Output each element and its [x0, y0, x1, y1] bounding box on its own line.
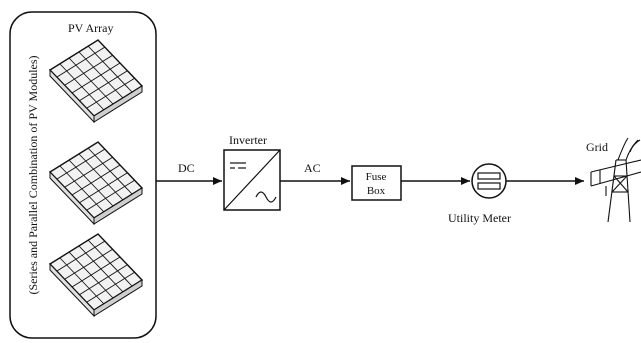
pv-array-group: PV Array (Series and Parallel Combinatio… — [9, 11, 157, 339]
transmission-tower-icon — [590, 137, 641, 223]
solar-panel-icon — [49, 233, 143, 317]
solar-panel-icon — [49, 141, 143, 225]
solar-panel-icon — [49, 39, 143, 123]
meter-icon — [471, 163, 507, 199]
grid-label: Grid — [586, 140, 608, 154]
utility-meter-label: Utility Meter — [448, 211, 511, 225]
dc-ac-inverter-icon — [223, 149, 281, 211]
pv-array-boundary — [9, 11, 157, 339]
dc-label: DC — [178, 161, 195, 175]
fuse-box-label-line1: Fuse — [366, 171, 387, 183]
pv-array-title: PV Array — [68, 21, 113, 35]
ac-label: AC — [304, 161, 321, 175]
pv-array-side-label: (Series and Parallel Combination of PV M… — [26, 55, 40, 294]
fuse-box: Fuse Box — [351, 165, 402, 201]
inverter-label: Inverter — [229, 133, 267, 147]
fuse-box-label-line2: Box — [367, 185, 386, 197]
